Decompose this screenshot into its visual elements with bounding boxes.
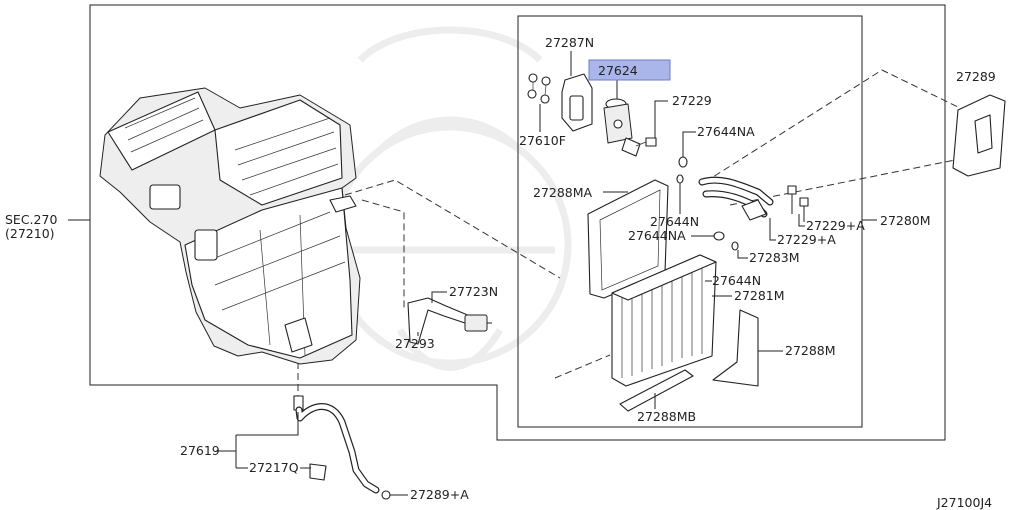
leader-27619 <box>216 412 299 469</box>
callout-27288M[interactable]: 27288M <box>785 343 836 358</box>
part-27644NA-o-ring-top <box>678 156 688 168</box>
dashed-line-unit-to-sensor <box>361 199 405 308</box>
callout-27289[interactable]: 27289 <box>956 69 996 84</box>
heater-unit-sensor-port <box>329 195 357 213</box>
callout-27288MB[interactable]: 27288MB <box>637 409 696 424</box>
part-27281M-evaporator-core <box>611 254 717 387</box>
part-27288M-seal <box>712 309 759 387</box>
callout-27229A-bottom[interactable]: 27229+A <box>777 232 836 247</box>
part-27288MA-edge <box>599 189 661 291</box>
part-27229A-bolt-1 <box>787 185 797 195</box>
part-27288MA-seal <box>587 179 669 299</box>
part-27644N-o-ring-top <box>676 174 684 184</box>
part-27610F-clip-4 <box>540 94 550 104</box>
callout-27610F[interactable]: 27610F <box>519 133 566 148</box>
part-27619-drain-hose <box>293 395 380 494</box>
heater-unit-intake-grille <box>124 97 204 153</box>
main-assembly-frame <box>89 4 946 441</box>
part-27283M-pipe <box>698 176 774 221</box>
evaporator-subassembly-frame <box>517 15 863 428</box>
dashed-line-unit-to-evaporator <box>344 179 561 279</box>
callout-27229[interactable]: 27229 <box>672 93 712 108</box>
part-27229-bolt-head <box>645 137 657 147</box>
part-27217Q-clip <box>309 463 327 481</box>
watermark-ring <box>328 123 572 367</box>
callout-27624[interactable]: 27624 <box>598 63 638 78</box>
heater-unit-housing-ribs <box>234 117 339 196</box>
label-sec-270-ref: (27210) <box>5 226 55 241</box>
leader-lines <box>68 51 877 496</box>
part-27283M-flange <box>741 199 767 221</box>
part-27610F-clips <box>527 73 551 104</box>
callout-27644N-bottom[interactable]: 27644N <box>712 273 761 288</box>
callout-27288MA[interactable]: 27288MA <box>533 185 593 200</box>
callout-27723N[interactable]: 27723N <box>449 284 498 299</box>
heater-unit-lower-details <box>209 211 346 356</box>
part-27229-bolt <box>635 137 657 147</box>
heater-unit-drain-outlet <box>284 317 313 353</box>
part-27289-opening <box>974 114 993 154</box>
part-27229-bolt-shank <box>635 141 647 147</box>
leader-27283M <box>737 250 748 259</box>
callout-27289A[interactable]: 27289+A <box>410 487 469 502</box>
leader-27644NA-top <box>682 131 696 157</box>
part-27624-expansion-valve <box>603 98 641 157</box>
part-27293-sensor-bracket <box>407 297 492 345</box>
callout-27281M[interactable]: 27281M <box>734 288 785 303</box>
part-27644NA-o-ring-mid <box>713 231 725 241</box>
heater-unit-actuator <box>149 184 181 210</box>
part-27624-port <box>613 119 623 129</box>
part-27289-grommet <box>952 94 1006 177</box>
part-27624-outlet <box>621 137 641 157</box>
leader-27229 <box>654 100 668 138</box>
heater-unit-lower-case <box>184 187 353 359</box>
part-27610F-clip-3 <box>527 89 537 99</box>
callout-27644NA-top[interactable]: 27644NA <box>697 124 755 139</box>
callout-labels: SEC.270 (27210) 27287N 27624 27289 27229… <box>5 35 996 510</box>
callout-27280M[interactable]: 27280M <box>880 213 931 228</box>
leader-27229A-top <box>798 214 805 227</box>
part-27287N-opening <box>569 95 584 121</box>
heater-unit-side-actuator <box>194 229 218 261</box>
callout-27293[interactable]: 27293 <box>395 336 435 351</box>
callout-27644N-top[interactable]: 27644N <box>650 214 699 229</box>
callout-27283M[interactable]: 27283M <box>749 250 800 265</box>
callout-27619[interactable]: 27619 <box>180 443 220 458</box>
dashed-line-to-grommet-upper <box>704 69 961 183</box>
part-27288MB-seal <box>619 369 694 412</box>
leader-27229A-bottom <box>769 218 776 241</box>
part-27281M-top-tank <box>611 254 717 301</box>
part-27229A-bolt-2 <box>799 197 809 207</box>
part-27610F-clip-stems <box>532 82 547 96</box>
figure-code: J27100J4 <box>936 495 992 510</box>
part-27644N-o-ring-bottom <box>731 241 739 251</box>
callout-27229A-top[interactable]: 27229+A <box>806 218 865 233</box>
watermark-helmet <box>345 26 555 371</box>
label-sec-270: SEC.270 <box>5 212 57 227</box>
part-27610F-clip-1 <box>528 73 538 83</box>
dashed-line-lower-evaporator <box>554 354 611 379</box>
leader-27723N <box>431 291 447 303</box>
part-27619-hose-inner <box>296 404 379 493</box>
callout-27287N[interactable]: 27287N <box>545 35 594 50</box>
part-27610F-clip-2 <box>541 76 551 86</box>
part-27283M-pipe-upper-inner <box>699 177 773 205</box>
heater-unit-assembly <box>99 87 361 365</box>
part-27229A-bolts <box>787 185 809 222</box>
part-27287N-seal <box>561 73 593 132</box>
dashed-reference-lines <box>297 69 961 398</box>
part-27723N-sensor-connector <box>464 314 488 332</box>
callout-27644NA-mid[interactable]: 27644NA <box>628 228 686 243</box>
callout-27624-highlight <box>588 59 671 81</box>
part-27293-bracket <box>407 297 471 345</box>
frames <box>89 4 946 441</box>
part-27281M-fins <box>621 262 703 378</box>
part-27289A-grommet <box>381 490 391 500</box>
callout-27217Q[interactable]: 27217Q <box>249 460 299 475</box>
